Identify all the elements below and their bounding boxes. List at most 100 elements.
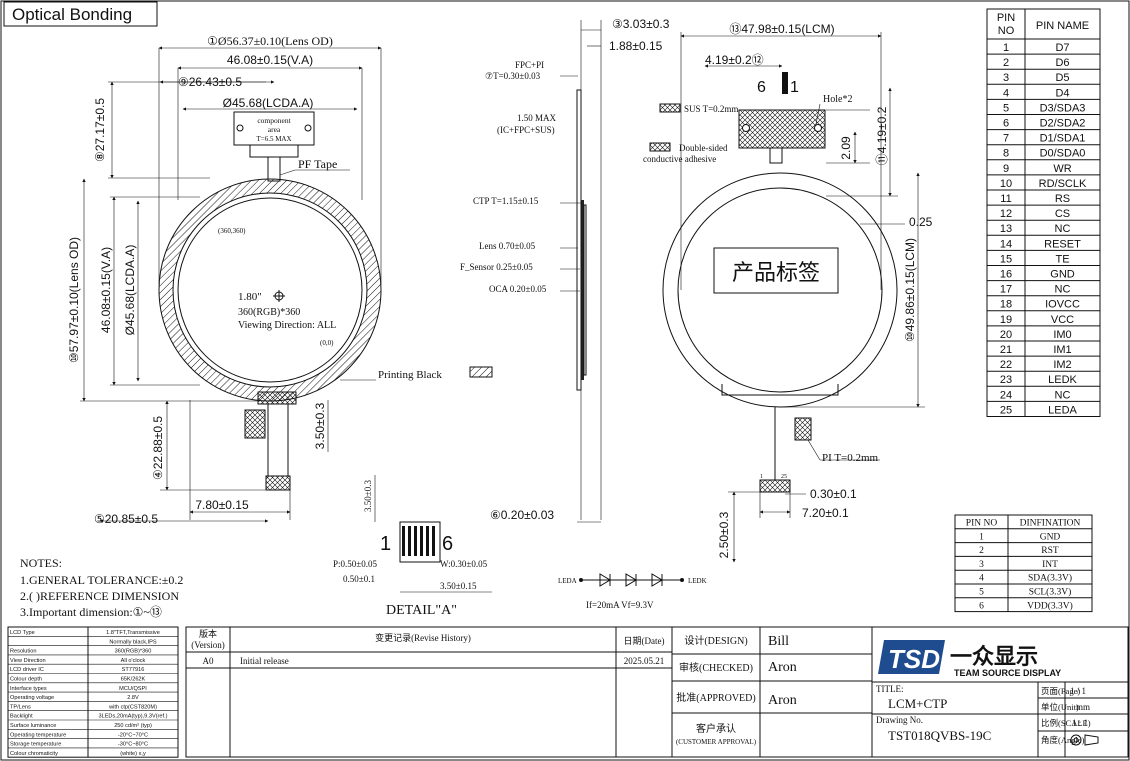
pin-no: 22 [1000, 359, 1012, 371]
date-value: 2025.05.21 [624, 656, 665, 666]
pin-name: IM2 [1053, 359, 1071, 371]
size-text: 1.80" [238, 291, 262, 303]
pin-no: 13 [1000, 223, 1012, 235]
coord-top: (360,360) [218, 227, 246, 235]
led-diode [599, 573, 611, 587]
ctp-pin-no: 5 [979, 588, 984, 598]
drawing-value: TST018QVBS-19C [888, 728, 991, 743]
spec-value: (white) x,y [120, 751, 146, 757]
fpc-gold-finger [265, 475, 291, 491]
pin-name: NC [1055, 223, 1071, 235]
pin-name: RS [1055, 193, 1070, 205]
notes-title: NOTES: [20, 556, 62, 570]
detail-pin-1: 1 [380, 533, 391, 555]
title-block: 版本 (Version) 变更记录(Revise History) 日期(Dat… [185, 626, 1129, 758]
spec-value: ST77916 [122, 667, 145, 673]
ctp-label: CTP T=1.15±0.15 [473, 196, 539, 206]
product-label: 产品标签 [732, 260, 820, 285]
company-name-en: TEAM SOURCE DISPLAY [954, 668, 1061, 678]
hole-icon [814, 124, 822, 132]
spec-value: 360(RGB)*360 [115, 649, 152, 655]
pin-6-label: 6 [757, 79, 766, 96]
note-item: 3.Important dimension:①~⑬ [20, 605, 162, 619]
spec-key: LCD Type [10, 630, 35, 636]
angle-label: 角度(Angle) [1041, 735, 1085, 745]
side-lens [576, 89, 582, 391]
detail-pitch: P:0.50±0.05 [333, 559, 377, 569]
pin-name: VCC [1051, 314, 1074, 326]
design-value: Bill [768, 634, 789, 649]
pin-name: D7 [1055, 42, 1069, 54]
dim-10-front: ⑩57.97±0.10(Lens OD) [67, 237, 81, 363]
date-label: 日期(Date) [624, 636, 665, 646]
led-diode [651, 573, 663, 587]
pin-name: IOVCC [1045, 299, 1080, 311]
company-logo: TSD [878, 640, 945, 674]
fpc-bond [257, 391, 297, 405]
lcm-inner [677, 187, 883, 393]
customer-label-en: (CUSTOMER APPROVAL) [676, 738, 757, 746]
back-connector [794, 417, 812, 441]
design-label: 设计(DESIGN) [684, 634, 747, 647]
fpc-label: FPC+PI [515, 60, 544, 70]
ctp-table-header: DINFINATION [1020, 519, 1081, 529]
pin-no: 21 [1000, 344, 1012, 356]
ctp-table-frame [954, 514, 1093, 613]
ctp-pin-no: 4 [979, 574, 984, 584]
side-view: ③3.03±0.3 1.88±0.15 FPC+PI ⑦T=0.30±0.03 … [460, 17, 670, 523]
fsensor-label: F_Sensor 0.25±0.05 [460, 262, 533, 272]
pin-no: 5 [1003, 102, 1009, 114]
dim-419a: 4.19±0.2⑫ [705, 53, 764, 67]
spec-value: Normally black,IPS [109, 639, 157, 645]
pin-no: 2 [1003, 57, 1009, 69]
viewing-text: Viewing Direction: ALL [238, 320, 336, 331]
dim-030: 0.30±0.1 [810, 487, 857, 501]
pin-name: D1/SDA1 [1040, 133, 1086, 145]
spec-key: Operating voltage [10, 695, 54, 701]
pin-table-frame [986, 8, 1101, 417]
spec-key: Storage temperature [10, 742, 61, 748]
dim-10-back: ⑩49.86±0.15(LCM) [903, 238, 917, 342]
fpc-tail [267, 403, 289, 477]
adhesive-swatch [649, 142, 671, 152]
ledk-label: LEDK [688, 577, 707, 585]
pin-name: RESET [1044, 238, 1081, 250]
scale-value: 1 : 1 [1072, 718, 1088, 728]
dim-8: ⑧27.17±0.5 [93, 98, 107, 162]
pin-no: 20 [1000, 329, 1012, 341]
pi-label: PI T=0.2mm [822, 452, 879, 464]
pin-no: 24 [1000, 389, 1012, 401]
dim-4: ④22.88±0.5 [151, 416, 165, 480]
page-label: 页面(Page) [1041, 686, 1080, 696]
dim-025: 0.25 [909, 215, 933, 229]
note-item: 2.( )REFERENCE DIMENSION [20, 589, 179, 603]
max-150: 1.50 MAX [517, 113, 557, 123]
resolution-text: 360(RGB)*360 [238, 307, 300, 318]
approved-label: 批准(APPROVED) [676, 691, 755, 704]
pin-no: 25 [1000, 404, 1012, 416]
pin-name: D6 [1055, 57, 1069, 69]
pin-no: 11 [1000, 193, 1011, 205]
pin-name: TE [1055, 253, 1069, 265]
pin-no: 16 [1000, 269, 1012, 281]
pin-no: 23 [1000, 374, 1012, 386]
component-neck [249, 144, 299, 158]
pin-no: 7 [1003, 133, 1009, 145]
spec-value: 1.8"TFT,Transmissive [106, 630, 160, 636]
pf-tape-label: PF Tape [298, 157, 337, 171]
fpc-connector [244, 409, 266, 439]
ctp-pin-no: 1 [979, 532, 984, 542]
dim-350: 3.50±0.3 [313, 402, 327, 449]
spec-value: MCU/QSPI [119, 686, 147, 692]
back-view: 产品标签 ⑬47.98±0.15(LCM) 4.19±0.2⑫ 6 1 Hole… [643, 22, 933, 563]
pin-no: 3 [1003, 72, 1009, 84]
leda-label: LEDA [558, 577, 577, 585]
component-text: area [268, 125, 281, 134]
pin-name: IM0 [1053, 329, 1071, 341]
pin-name: IM1 [1053, 344, 1071, 356]
sheet-title: Optical Bonding [12, 5, 132, 24]
ctp-fpc-connector [782, 72, 788, 94]
spec-key: Colour chromaticity [10, 751, 58, 757]
